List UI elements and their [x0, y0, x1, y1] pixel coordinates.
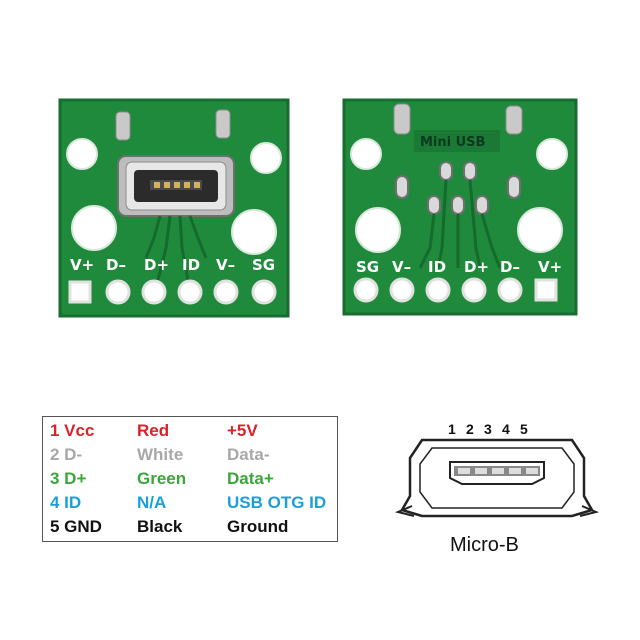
square-pad	[68, 280, 92, 304]
mount-hole	[66, 138, 98, 170]
pin-label: D–	[500, 258, 520, 276]
pad-row	[353, 277, 558, 303]
right-board-graphic: Mini USB SG V– ID D+ D– V+	[342, 98, 578, 316]
pin-number: 5	[520, 421, 528, 437]
pin-label: SG	[356, 258, 379, 276]
solder-tab	[215, 109, 231, 139]
signal-cell: Data+	[227, 469, 274, 488]
micro-b-connector-diagram	[394, 438, 600, 518]
pin-label: V+	[70, 256, 94, 274]
board-title: Mini USB	[420, 135, 485, 150]
round-pad	[353, 277, 379, 303]
table-row: 5 GND Black Ground	[43, 517, 337, 539]
square-pad	[534, 278, 558, 302]
connector-foot	[579, 505, 600, 517]
pin-cell: 2 D-	[50, 445, 83, 464]
pin-number: 3	[484, 421, 492, 437]
round-pad	[213, 279, 239, 305]
pin-label: V+	[538, 258, 562, 276]
pin-number: 4	[502, 421, 510, 437]
round-pad	[177, 279, 203, 305]
pin-cell: 4 ID	[50, 493, 82, 512]
signal-cell: Ground	[227, 517, 289, 536]
wire-cell: Green	[137, 469, 187, 488]
pin-cell: 3 D+	[50, 469, 87, 488]
mini-usb-connector	[117, 155, 235, 217]
title-plate	[414, 130, 500, 152]
mount-hole	[536, 138, 568, 170]
contacts	[458, 468, 538, 474]
round-pad	[105, 279, 131, 305]
left-board-graphic: V+ D– D+ ID V– SG	[58, 98, 290, 318]
pin-number: 1	[448, 421, 456, 437]
round-pad	[461, 277, 487, 303]
wire-cell: N/A	[137, 493, 167, 512]
signal-cell: Data-	[227, 445, 270, 464]
mount-hole	[517, 207, 563, 253]
pin-cell: 5 GND	[50, 517, 102, 536]
pin-label: V–	[392, 258, 411, 276]
round-pad	[497, 277, 523, 303]
mount-hole	[350, 138, 382, 170]
pin-label: V–	[216, 256, 235, 274]
round-pad	[251, 279, 277, 305]
pcb-traces	[144, 215, 208, 281]
mount-hole	[250, 142, 282, 174]
wire-cell: Black	[137, 517, 183, 536]
round-pad	[425, 277, 451, 303]
pin-label: ID	[182, 256, 200, 274]
round-pad	[141, 279, 167, 305]
pcb-traces	[418, 179, 502, 269]
connector-label: Micro-B	[450, 534, 519, 556]
pin-label: D+	[144, 256, 169, 274]
connector-pins	[395, 161, 521, 215]
mount-hole	[71, 205, 117, 251]
table-row: 1 Vcc Red +5V	[43, 421, 337, 443]
solder-tab	[393, 103, 411, 135]
pin-cell: 1 Vcc	[50, 421, 95, 440]
pad-row	[68, 279, 277, 305]
pinout-table: 1 Vcc Red +5V 2 D- White Data- 3 D+ Gree…	[42, 416, 338, 542]
pin-label: D–	[106, 256, 126, 274]
right-breakout-board: Mini USB SG V– ID D+ D– V+	[342, 98, 580, 318]
pin-number: 2	[466, 421, 474, 437]
mount-hole	[355, 207, 401, 253]
mount-hole	[231, 209, 277, 255]
table-row: 3 D+ Green Data+	[43, 469, 337, 491]
wire-cell: White	[137, 445, 184, 464]
table-row: 2 D- White Data-	[43, 445, 337, 467]
round-pad	[389, 277, 415, 303]
pin-label: D+	[464, 258, 489, 276]
wire-cell: Red	[137, 421, 170, 440]
connector-foot	[394, 505, 415, 517]
left-breakout-board: V+ D– D+ ID V– SG	[58, 98, 292, 320]
solder-tab	[115, 111, 131, 141]
table-row: 4 ID N/A USB OTG ID	[43, 493, 337, 515]
pin-label: SG	[252, 256, 275, 274]
solder-tab	[505, 105, 523, 135]
signal-cell: +5V	[227, 421, 258, 440]
signal-cell: USB OTG ID	[227, 493, 327, 512]
pin-label: ID	[428, 258, 446, 276]
